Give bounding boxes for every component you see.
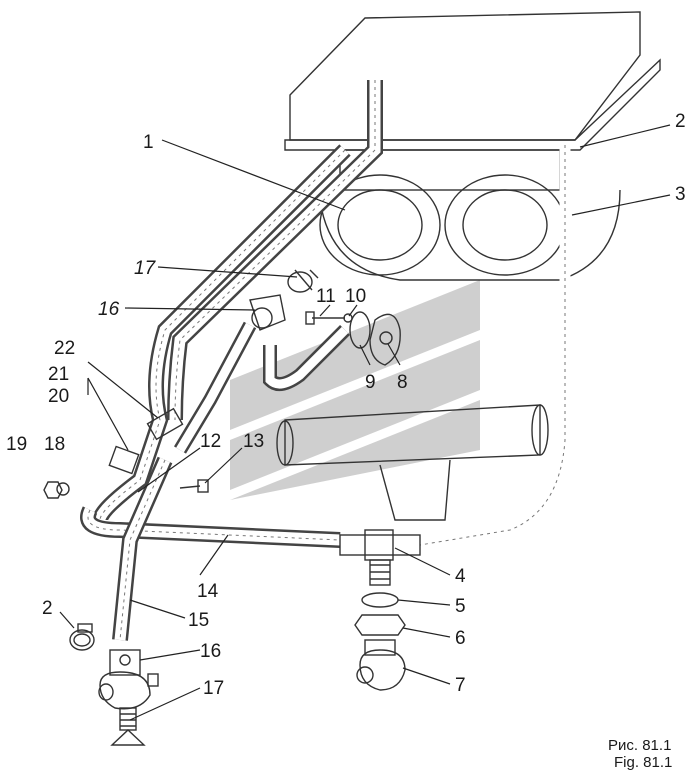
hose-3 <box>419 145 571 551</box>
bolt-11 <box>305 311 353 325</box>
clamp-21 <box>108 407 184 475</box>
valve-17-top <box>287 269 319 293</box>
screw-13 <box>179 479 209 493</box>
callout-13: 13 <box>243 431 264 452</box>
elbow-16-top <box>249 294 286 331</box>
callout-3: 3 <box>675 184 686 205</box>
figure-caption-ru: Рис. 81.1 <box>608 737 671 754</box>
figure-caption-en: Fig. 81.1 <box>614 754 672 771</box>
callout-2-top: 2 <box>675 111 686 132</box>
drain-tap-7 <box>356 639 406 691</box>
callout-12: 12 <box>200 431 221 452</box>
callout-16-top: 16 <box>98 299 120 320</box>
heater-housing <box>284 11 661 281</box>
callout-19: 19 <box>6 434 27 455</box>
callout-1: 1 <box>143 132 154 153</box>
callout-17-top: 17 <box>134 258 157 279</box>
callout-labels: 1 2 3 4 5 6 7 8 9 10 11 12 13 14 15 16 1… <box>6 111 686 699</box>
callout-2-bottom: 2 <box>42 598 53 619</box>
callout-4: 4 <box>455 566 466 587</box>
hose-14 <box>80 506 341 548</box>
hose-1 <box>92 80 383 522</box>
callout-7: 7 <box>455 675 466 696</box>
callout-18: 18 <box>44 434 65 455</box>
callout-9: 9 <box>365 372 376 393</box>
nut-19 <box>43 481 63 499</box>
callout-10: 10 <box>345 286 366 307</box>
tap-16-bottom <box>98 649 159 710</box>
callout-16-bottom: 16 <box>200 641 221 662</box>
callout-11: 11 <box>316 286 336 307</box>
callout-21: 21 <box>48 364 69 385</box>
callout-8: 8 <box>397 372 408 393</box>
clamp-2-bottom <box>69 623 95 651</box>
tap-17-bottom <box>110 707 146 746</box>
tee-fitting-4 <box>339 529 421 586</box>
leader-lines <box>59 124 671 721</box>
hose-15 <box>112 456 173 641</box>
washer-18 <box>56 482 70 496</box>
callout-22: 22 <box>54 338 75 359</box>
callout-14: 14 <box>197 581 219 602</box>
callout-17-bottom: 17 <box>203 678 224 699</box>
washer-5 <box>361 592 399 608</box>
elbow-hose <box>173 321 350 454</box>
watermark-logo <box>230 280 480 500</box>
callout-15: 15 <box>188 610 209 631</box>
nut-6 <box>354 614 406 636</box>
muffler-cylinder <box>276 404 549 521</box>
callout-20: 20 <box>48 386 69 407</box>
callout-6: 6 <box>455 628 466 649</box>
callout-5: 5 <box>455 596 466 617</box>
gasket-9 <box>349 311 371 349</box>
flange-8 <box>369 313 401 366</box>
